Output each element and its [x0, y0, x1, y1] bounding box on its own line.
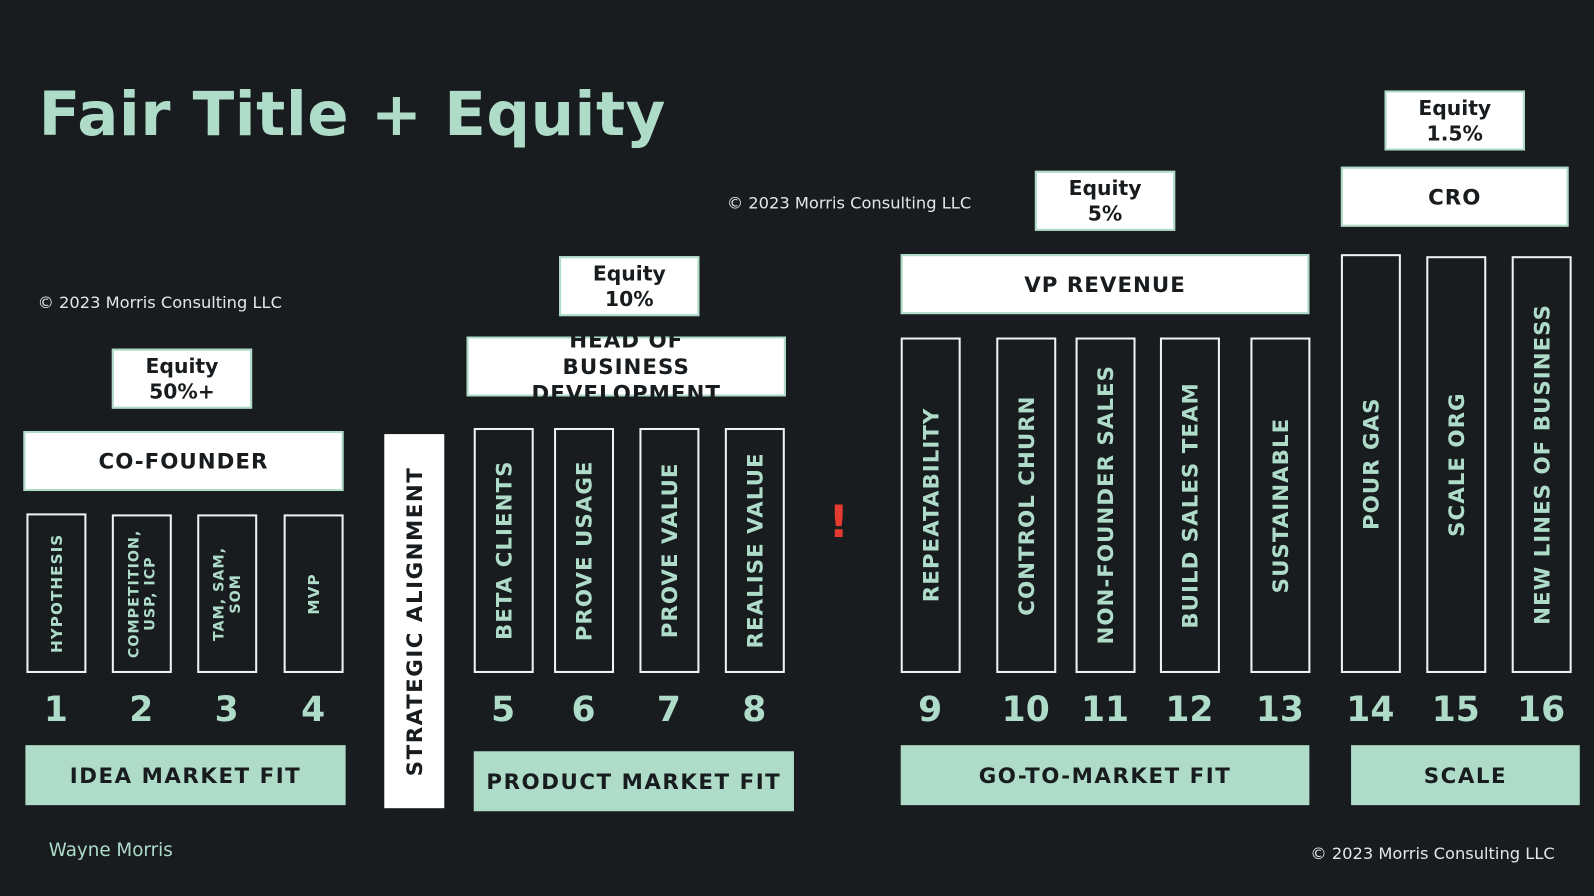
- equity-head-bd: Equity 10%: [559, 256, 700, 317]
- author-name: Wayne Morris: [48, 839, 173, 862]
- stage-label: POUR GAS: [1358, 397, 1384, 530]
- stage-number: 11: [1080, 689, 1130, 730]
- stage-box: NON-FOUNDER SALES: [1075, 337, 1136, 673]
- stage-label: BUILD SALES TEAM: [1177, 382, 1203, 629]
- stage-number: 8: [742, 689, 767, 730]
- stage-number: 13: [1255, 689, 1304, 730]
- stage-number: 3: [214, 689, 239, 730]
- stage-label: NEW LINES OF BUSINESS: [1529, 304, 1554, 626]
- stage-number: 15: [1431, 689, 1480, 730]
- stage-label: REPEATABILITY: [918, 407, 943, 603]
- stage-box: MVP: [283, 514, 344, 673]
- stage-number: 5: [491, 689, 516, 730]
- stage-box: PROVE USAGE: [554, 427, 615, 673]
- strategic-alignment-bar: STRATEGIC ALIGNMENT: [384, 434, 445, 809]
- copyright-top: © 2023 Morris Consulting LLC: [726, 193, 972, 213]
- role-vp-revenue: VP REVENUE: [900, 254, 1310, 315]
- alert-icon: !: [828, 496, 849, 548]
- role-head-bd: HEAD OF BUSINESS DEVELOPMENT: [466, 328, 786, 405]
- stage-label: REALISE VALUE: [742, 452, 768, 649]
- stage-box: CONTROL CHURN: [996, 337, 1057, 673]
- stage-number: 1: [43, 689, 68, 730]
- page-title: Fair Title + Equity: [38, 79, 666, 151]
- stage-box: REPEATABILITY: [900, 337, 961, 673]
- stage-box: REALISE VALUE: [724, 427, 785, 673]
- equity-cofounder: Equity 50%+: [111, 348, 253, 409]
- stage-number: 10: [1001, 689, 1050, 730]
- stage-number: 14: [1346, 689, 1395, 730]
- stage-label: SCALE ORG: [1444, 392, 1469, 537]
- role-cro: CRO: [1340, 166, 1569, 227]
- phase-scale: SCALE: [1351, 745, 1580, 806]
- stage-label: HYPOTHESIS: [47, 533, 66, 653]
- phase-product-market-fit: PRODUCT MARKET FIT: [473, 751, 794, 812]
- stage-label: COMPETITION, USP, ICP: [125, 529, 159, 658]
- stage-box: BUILD SALES TEAM: [1159, 337, 1220, 673]
- copyright-left: © 2023 Morris Consulting LLC: [37, 292, 282, 313]
- phase-idea-market-fit: IDEA MARKET FIT: [25, 745, 346, 806]
- role-cofounder: CO-FOUNDER: [23, 431, 344, 492]
- stage-box: BETA CLIENTS: [473, 427, 534, 673]
- stage-number: 9: [918, 689, 943, 730]
- strategic-alignment-label: STRATEGIC ALIGNMENT: [402, 466, 427, 776]
- stage-number: 4: [301, 689, 326, 730]
- stage-number: 2: [129, 689, 154, 730]
- stage-box: TAM, SAM, SOM: [197, 514, 258, 673]
- stage-label: SUSTAINABLE: [1268, 417, 1293, 593]
- copyright-bottom: © 2023 Morris Consulting LLC: [1310, 843, 1555, 864]
- stage-number: 16: [1517, 689, 1566, 730]
- stage-label: NON-FOUNDER SALES: [1093, 365, 1118, 646]
- stage-box: SUSTAINABLE: [1250, 337, 1311, 673]
- equity-vp-revenue: Equity 5%: [1034, 170, 1176, 231]
- stage-box: POUR GAS: [1340, 254, 1401, 673]
- stage-label: PROVE VALUE: [657, 462, 682, 639]
- stage-number: 6: [571, 689, 596, 730]
- stage-label: PROVE USAGE: [571, 460, 597, 641]
- phase-go-to-market-fit: GO-TO-MARKET FIT: [900, 745, 1310, 806]
- stage-box: NEW LINES OF BUSINESS: [1511, 256, 1572, 673]
- stage-box: SCALE ORG: [1426, 256, 1487, 673]
- equity-cro: Equity 1.5%: [1384, 90, 1525, 151]
- stage-number: 12: [1165, 689, 1214, 730]
- stage-box: HYPOTHESIS: [26, 513, 87, 673]
- stage-label: TAM, SAM, SOM: [210, 546, 244, 641]
- stage-box: PROVE VALUE: [639, 427, 700, 673]
- stage-box: COMPETITION, USP, ICP: [111, 514, 172, 673]
- stage-label: MVP: [304, 573, 323, 615]
- stage-label: BETA CLIENTS: [491, 460, 516, 641]
- stage-number: 7: [656, 689, 681, 730]
- stage-label: CONTROL CHURN: [1014, 395, 1039, 616]
